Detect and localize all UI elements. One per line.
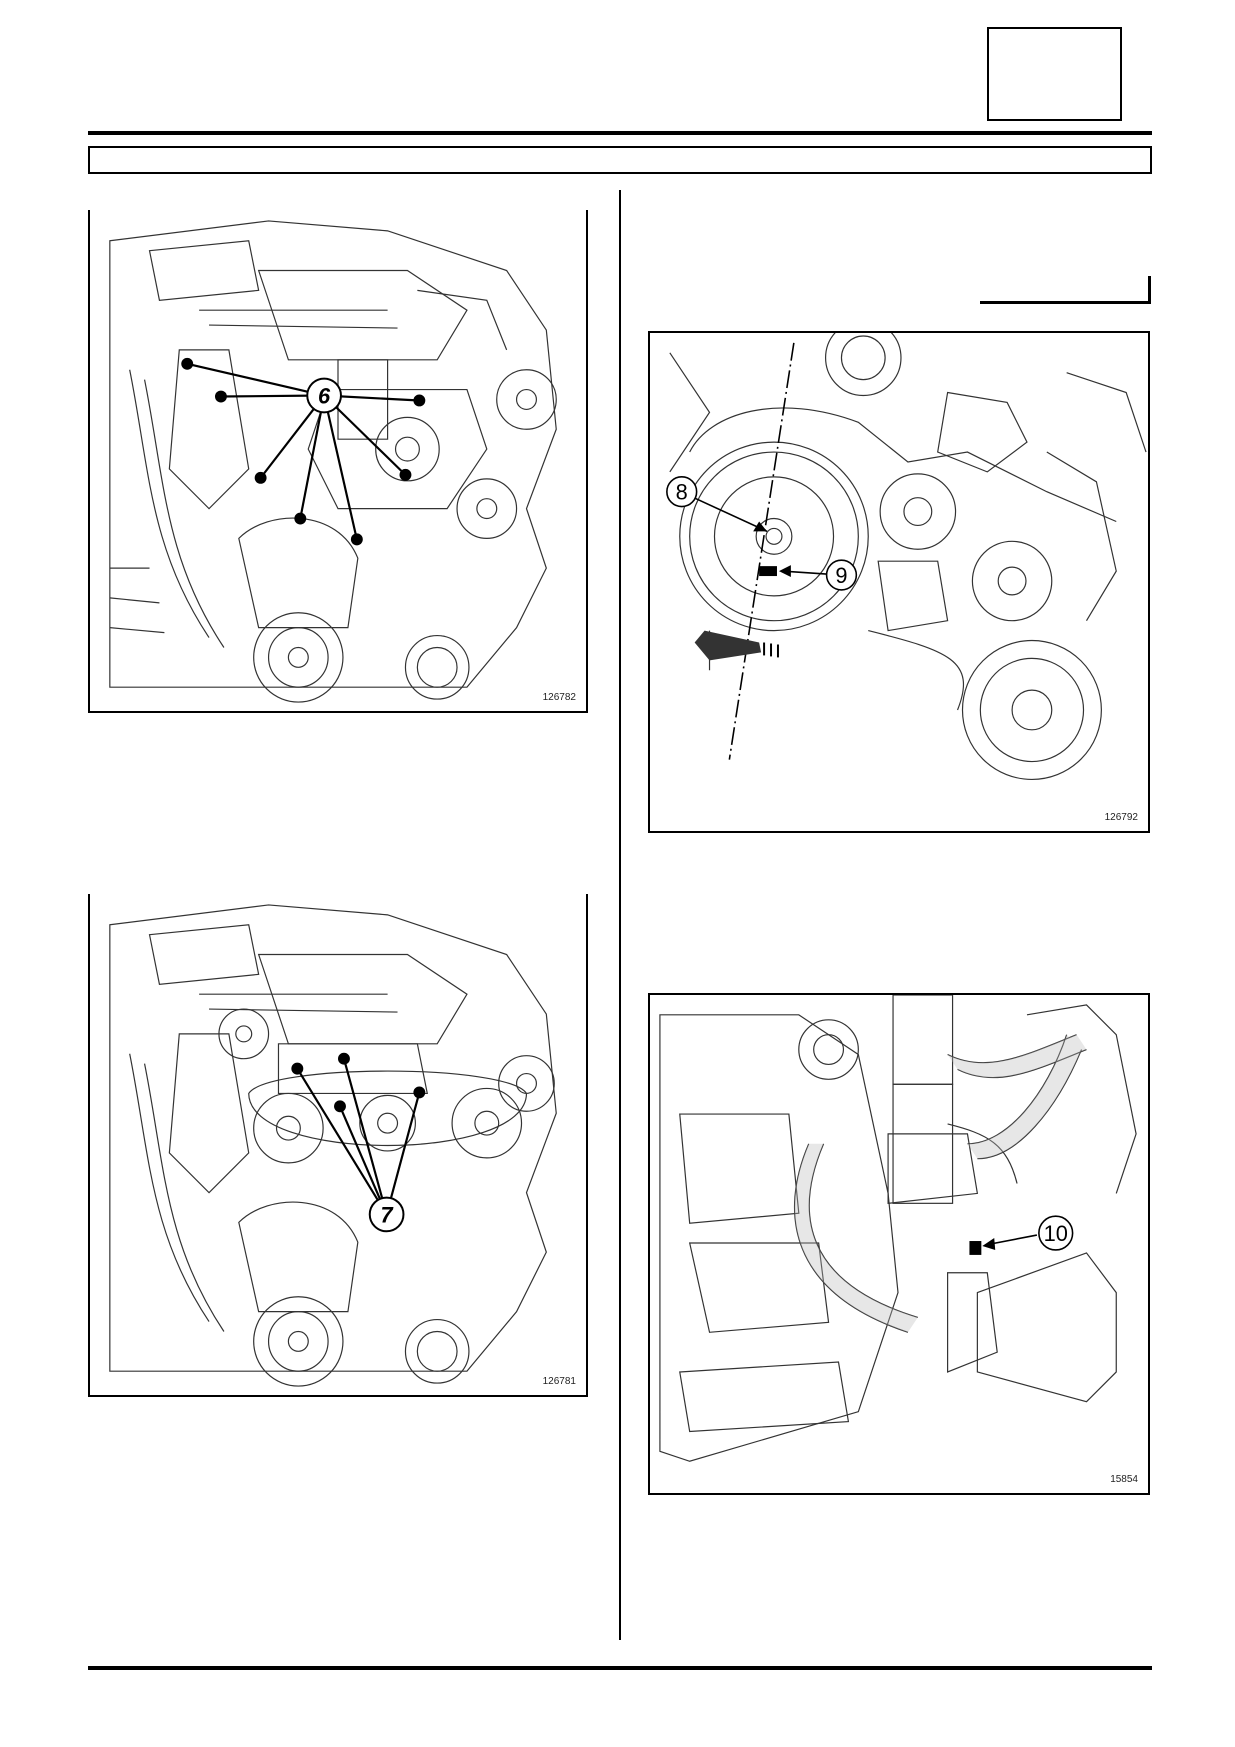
figure-crankshaft-pulley-marks: 8 9 126792 xyxy=(648,331,1150,833)
footer-rule xyxy=(88,1666,1152,1670)
header-rule xyxy=(88,131,1152,135)
figure-engine-cover-bolts: 6 126782 xyxy=(88,210,588,713)
column-divider xyxy=(619,190,621,1640)
figure-code: 126781 xyxy=(542,1376,576,1387)
starter-illustration: 10 xyxy=(659,995,1137,1462)
pulley-illustration: 8 9 xyxy=(666,333,1147,781)
figure-code: 126792 xyxy=(1104,812,1138,823)
callout-8-label: 8 xyxy=(676,480,688,505)
figure-code: 126782 xyxy=(542,692,576,703)
page-code-box xyxy=(987,27,1122,121)
section-header-bar xyxy=(88,146,1152,174)
figure-timing-cover-bolts: 7 126781 xyxy=(88,894,588,1397)
right-column-tab-marker xyxy=(980,276,1151,304)
callout-6-label: 6 xyxy=(318,383,331,408)
figure-starter-mounting: 10 15854 xyxy=(648,993,1150,1495)
engine-illustration: 6 xyxy=(109,220,557,703)
engine-illustration: 7 xyxy=(109,904,557,1387)
callout-9-label: 9 xyxy=(835,563,847,588)
callout-10-label: 10 xyxy=(1044,1221,1068,1246)
figure-code: 15854 xyxy=(1110,1474,1138,1485)
callout-7-label: 7 xyxy=(381,1202,394,1227)
